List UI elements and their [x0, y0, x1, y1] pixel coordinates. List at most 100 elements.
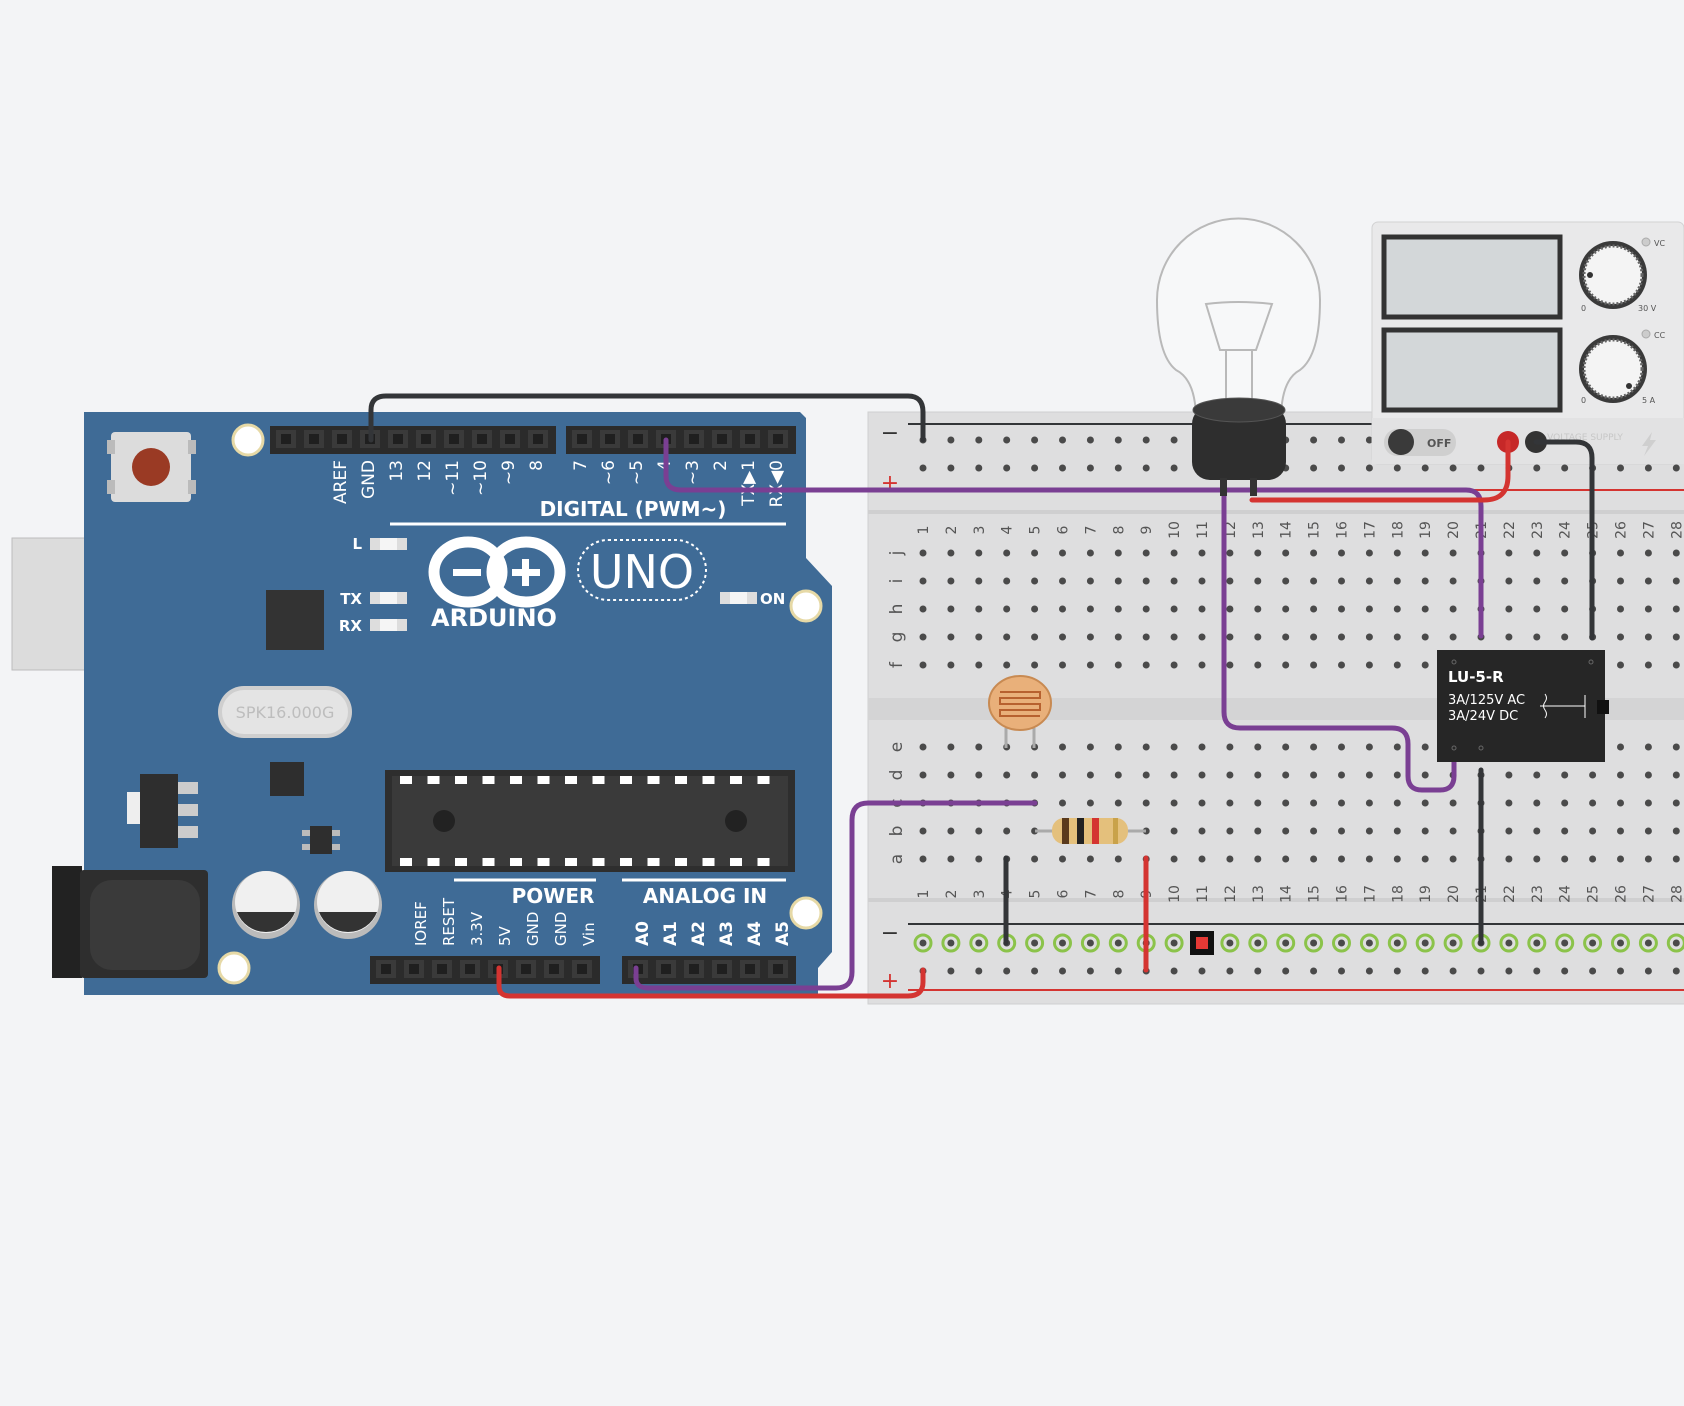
rail-hole[interactable]: [1254, 939, 1262, 947]
rail-hole[interactable]: [1248, 933, 1268, 953]
rail-hole[interactable]: [1025, 933, 1045, 953]
breadboard-hole[interactable]: [1561, 771, 1569, 779]
breadboard-hole[interactable]: [1310, 633, 1318, 641]
breadboard-hole[interactable]: [1338, 661, 1345, 669]
breadboard-hole[interactable]: [1282, 771, 1290, 779]
breadboard-hole[interactable]: [1170, 661, 1178, 669]
breadboard-hole[interactable]: [1254, 827, 1262, 835]
rail-hole[interactable]: [1338, 939, 1345, 947]
rail-hole[interactable]: [1114, 436, 1122, 444]
breadboard-hole[interactable]: [1282, 577, 1290, 585]
breadboard-hole[interactable]: [1003, 771, 1011, 779]
breadboard-hole[interactable]: [1644, 771, 1652, 779]
rail-hole[interactable]: [947, 464, 955, 472]
rail-hole[interactable]: [1415, 933, 1435, 953]
breadboard-hole[interactable]: [1617, 743, 1624, 751]
breadboard-hole[interactable]: [1589, 771, 1597, 779]
breadboard-hole[interactable]: [947, 743, 955, 751]
breadboard-hole[interactable]: [1449, 855, 1457, 863]
rail-hole[interactable]: [947, 967, 955, 975]
rail-hole[interactable]: [1589, 967, 1597, 975]
rail-hole[interactable]: [1086, 464, 1094, 472]
breadboard-hole[interactable]: [1365, 771, 1373, 779]
rail-hole[interactable]: [1644, 967, 1652, 975]
breadboard-hole[interactable]: [975, 605, 983, 613]
rail-hole[interactable]: [1003, 464, 1011, 472]
photoresistor[interactable]: [988, 675, 1052, 748]
breadboard-hole[interactable]: [1589, 827, 1597, 835]
rail-hole[interactable]: [941, 933, 961, 953]
rail-hole[interactable]: [1421, 967, 1429, 975]
rail-hole[interactable]: [1533, 939, 1541, 947]
breadboard-hole[interactable]: [1059, 799, 1066, 807]
breadboard-hole[interactable]: [1533, 605, 1541, 613]
breadboard-hole[interactable]: [1086, 855, 1094, 863]
rail-hole[interactable]: [1170, 967, 1178, 975]
breadboard-hole[interactable]: [919, 855, 927, 863]
breadboard-hole[interactable]: [1226, 799, 1234, 807]
breadboard-hole[interactable]: [1226, 577, 1234, 585]
breadboard-hole[interactable]: [1338, 577, 1345, 585]
breadboard-hole[interactable]: [1226, 605, 1234, 613]
rail-hole[interactable]: [1310, 436, 1318, 444]
rail-hole[interactable]: [1583, 933, 1603, 953]
breadboard-hole[interactable]: [1310, 605, 1318, 613]
breadboard-hole[interactable]: [1672, 855, 1680, 863]
breadboard-hole[interactable]: [1365, 605, 1373, 613]
rail-hole[interactable]: [1164, 933, 1184, 953]
breadboard-hole[interactable]: [1142, 549, 1150, 557]
breadboard-hole[interactable]: [1031, 827, 1039, 835]
breadboard-hole[interactable]: [1617, 827, 1624, 835]
breadboard-hole[interactable]: [1059, 549, 1066, 557]
breadboard-hole[interactable]: [1310, 549, 1318, 557]
breadboard-hole[interactable]: [1533, 827, 1541, 835]
breadboard-hole[interactable]: [1059, 855, 1066, 863]
breadboard-hole[interactable]: [1505, 855, 1513, 863]
breadboard-hole[interactable]: [1114, 743, 1122, 751]
breadboard-hole[interactable]: [1672, 577, 1680, 585]
breadboard-hole[interactable]: [1059, 661, 1066, 669]
rail-hole[interactable]: [1527, 933, 1547, 953]
breadboard-hole[interactable]: [1421, 577, 1429, 585]
rail-hole[interactable]: [1561, 939, 1569, 947]
rail-hole[interactable]: [1449, 464, 1457, 472]
rail-hole[interactable]: [1359, 933, 1379, 953]
rail-hole[interactable]: [1672, 939, 1680, 947]
rail-hole[interactable]: [1533, 464, 1541, 472]
breadboard-hole[interactable]: [1114, 577, 1122, 585]
breadboard-hole[interactable]: [1226, 827, 1234, 835]
breadboard-hole[interactable]: [975, 855, 983, 863]
rail-hole[interactable]: [1393, 939, 1401, 947]
breadboard-hole[interactable]: [1533, 855, 1541, 863]
breadboard-hole[interactable]: [947, 827, 955, 835]
breadboard-hole[interactable]: [947, 605, 955, 613]
breadboard-hole[interactable]: [1505, 827, 1513, 835]
rail-hole[interactable]: [1421, 464, 1429, 472]
breadboard-hole[interactable]: [975, 771, 983, 779]
breadboard-hole[interactable]: [1672, 549, 1680, 557]
breadboard-hole[interactable]: [1393, 661, 1401, 669]
breadboard-hole[interactable]: [1282, 827, 1290, 835]
breadboard-hole[interactable]: [1198, 771, 1206, 779]
breadboard-hole[interactable]: [975, 661, 983, 669]
rail-hole[interactable]: [1449, 939, 1457, 947]
breadboard-hole[interactable]: [1561, 605, 1569, 613]
breadboard-hole[interactable]: [1003, 661, 1011, 669]
rail-hole[interactable]: [1672, 464, 1680, 472]
rail-hole[interactable]: [1276, 933, 1296, 953]
breadboard-hole[interactable]: [1142, 771, 1150, 779]
rail-hole[interactable]: [1053, 933, 1072, 953]
rail-hole[interactable]: [1282, 967, 1290, 975]
breadboard-hole[interactable]: [1672, 633, 1680, 641]
breadboard-hole[interactable]: [1031, 661, 1039, 669]
rail-hole[interactable]: [1338, 967, 1345, 975]
breadboard-hole[interactable]: [1393, 827, 1401, 835]
breadboard-hole[interactable]: [1449, 827, 1457, 835]
breadboard-hole[interactable]: [1198, 577, 1206, 585]
breadboard-hole[interactable]: [1254, 855, 1262, 863]
breadboard-hole[interactable]: [1421, 633, 1429, 641]
rail-hole[interactable]: [1505, 939, 1513, 947]
rail-hole[interactable]: [1477, 967, 1485, 975]
